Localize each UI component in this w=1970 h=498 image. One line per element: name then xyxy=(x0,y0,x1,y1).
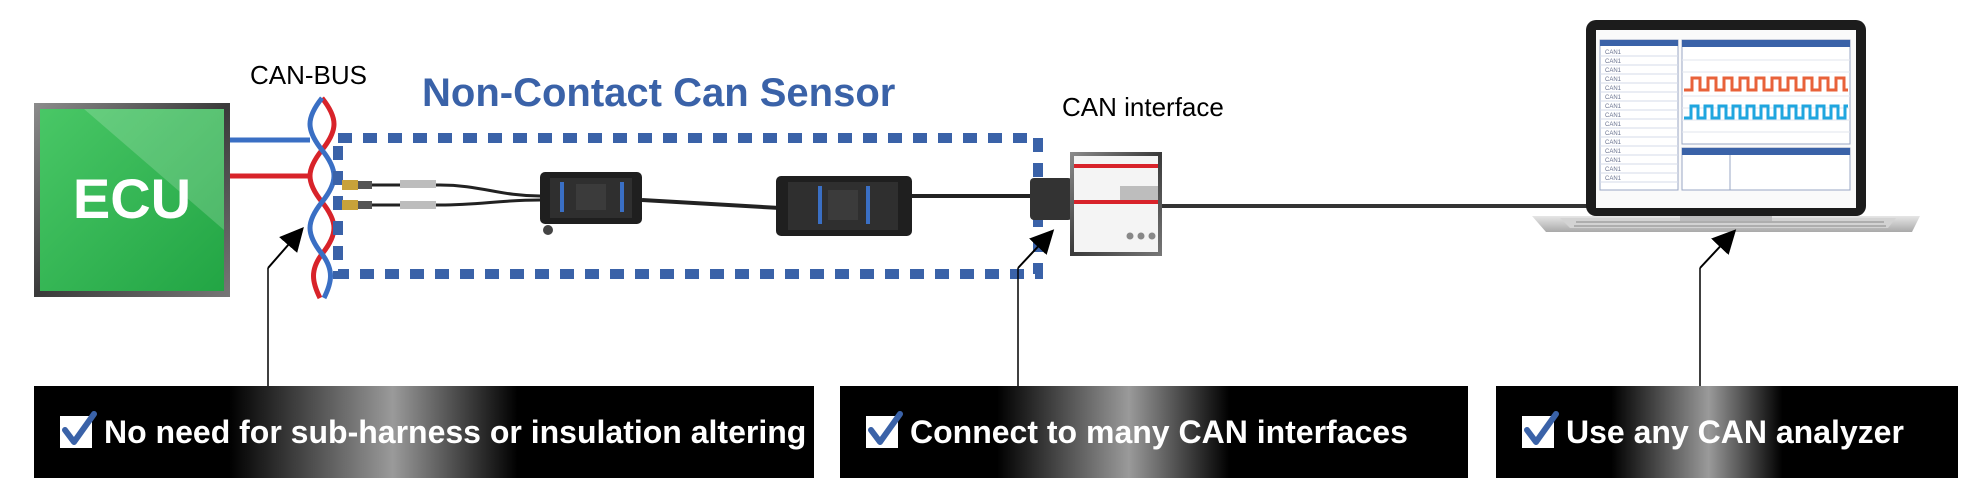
checkbox-icon xyxy=(60,411,97,448)
screen-row-label: CAN1 xyxy=(1605,122,1622,128)
screen-row-label: CAN1 xyxy=(1605,104,1622,110)
screen-row-label: CAN1 xyxy=(1605,86,1622,92)
pointer-arrow-3 xyxy=(1699,229,1737,269)
screen-row-label: CAN1 xyxy=(1605,149,1622,155)
ecu-label: ECU xyxy=(73,167,191,230)
screen-row-label: CAN1 xyxy=(1605,176,1622,182)
banner-connect-interfaces: Connect to many CAN interfaces xyxy=(840,386,1468,478)
banner-no-sub-harness: No need for sub-harness or insulation al… xyxy=(34,386,814,478)
banner-text: Use any CAN analyzer xyxy=(1566,413,1904,450)
banner-any-analyzer: Use any CAN analyzer xyxy=(1496,386,1958,478)
pointer-arrow-1 xyxy=(267,226,304,269)
screen-row-label: CAN1 xyxy=(1605,68,1622,74)
can-interface-device xyxy=(1030,152,1162,256)
checkbox-icon xyxy=(866,411,903,448)
cable-ferrite-1 xyxy=(400,180,436,188)
laptop-can-analyzer: CAN1CAN1CAN1CAN1CAN1CAN1CAN1CAN1CAN1CAN1… xyxy=(1532,20,1920,232)
screen-row-label: CAN1 xyxy=(1605,113,1622,119)
cable-ferrite-2 xyxy=(400,201,436,209)
screen-row-label: CAN1 xyxy=(1605,77,1622,83)
banner-text: No need for sub-harness or insulation al… xyxy=(104,413,807,450)
can-bus-twisted-pair xyxy=(307,96,337,300)
screen-row-label: CAN1 xyxy=(1605,131,1622,137)
screen-row-label: CAN1 xyxy=(1605,95,1622,101)
banner-text: Connect to many CAN interfaces xyxy=(910,413,1408,450)
screen-row-label: CAN1 xyxy=(1605,140,1622,146)
screen-row-label: CAN1 xyxy=(1605,167,1622,173)
screen-row-label: CAN1 xyxy=(1605,158,1622,164)
screen-row-label: CAN1 xyxy=(1605,59,1622,65)
sensor-title: Non-Contact Can Sensor xyxy=(422,71,895,115)
sensor-module-1 xyxy=(540,172,642,235)
sensor-module-2 xyxy=(776,176,912,236)
sensor-link-cable xyxy=(641,198,781,210)
can-interface-label: CAN interface xyxy=(1062,92,1224,122)
can-bus-label: CAN-BUS xyxy=(250,60,367,90)
screen-row-label: CAN1 xyxy=(1605,50,1622,56)
pointer-arrow-2 xyxy=(1017,229,1055,269)
sensor-clips xyxy=(342,180,372,210)
sensor-cable-2 xyxy=(372,198,541,207)
checkbox-icon xyxy=(1522,411,1559,448)
ecu-module: ECU xyxy=(34,103,230,297)
sensor-cable-1 xyxy=(372,183,541,198)
sensor-dotted-boundary xyxy=(333,133,1043,279)
